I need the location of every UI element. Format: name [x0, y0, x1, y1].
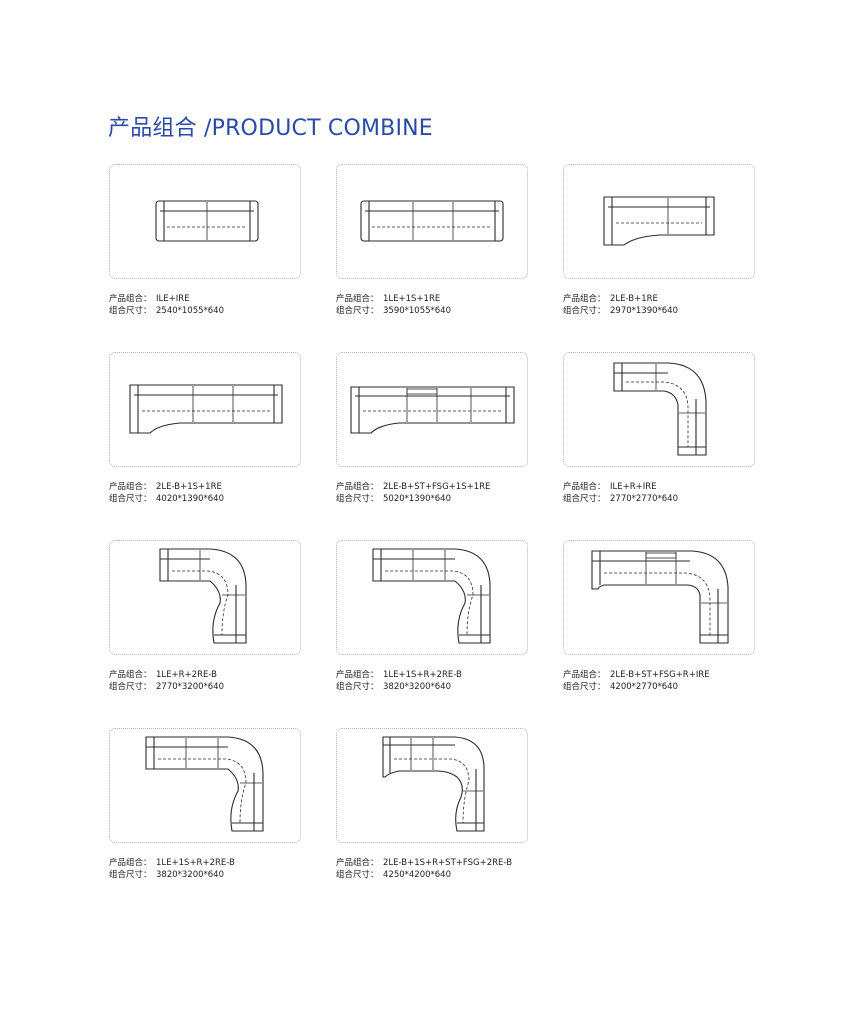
product-thumbnail — [336, 164, 528, 279]
product-caption: 产品组合： 1LE+1S+R+2RE-B 组合尺寸： 3820*3200*640 — [336, 669, 528, 693]
product-thumbnail — [563, 540, 755, 655]
combo-value: 2LE-B+ST+FSG+1S+1RE — [383, 482, 491, 492]
product-caption: 产品组合： 1LE+1S+R+2RE-B 组合尺寸： 3820*3200*640 — [109, 857, 301, 881]
size-value: 4200*2770*640 — [610, 682, 678, 692]
product-caption: 产品组合： 2LE-B+ST+FSG+R+IRE 组合尺寸： 4200*2770*6… — [563, 669, 755, 693]
corner-chaise-sofa-long-icon — [145, 736, 264, 832]
product-caption: 产品组合： 2LE-B+1S+R+ST+FSG+2RE-B 组合尺寸： 4250*4… — [336, 857, 528, 881]
product-card: 产品组合： 2LE-B+ST+FSG+R+IRE 组合尺寸： 4200*2770*6… — [563, 540, 755, 693]
corner-chaise-sofa-icon — [159, 548, 247, 644]
size-label: 组合尺寸： — [336, 870, 379, 880]
combo-label: 产品组合： — [336, 858, 379, 868]
combo-label: 产品组合： — [336, 294, 379, 304]
combo-label: 产品组合： — [109, 670, 152, 680]
size-label: 组合尺寸： — [563, 306, 606, 316]
product-card: 产品组合： 2LE-B+1RE 组合尺寸： 2970*1390*640 — [563, 164, 755, 317]
corner-sofa-with-table-icon — [591, 550, 729, 644]
chaise-sofa-2-seat-icon — [603, 196, 715, 246]
size-value: 3820*3200*640 — [383, 682, 451, 692]
size-value: 4250*4200*640 — [383, 870, 451, 880]
product-caption: 产品组合： 1LE+R+2RE-B 组合尺寸： 2770*3200*640 — [109, 669, 301, 693]
product-thumbnail — [336, 352, 528, 467]
size-label: 组合尺寸： — [109, 306, 152, 316]
product-card: 产品组合： 1LE+R+2RE-B 组合尺寸： 2770*3200*640 — [109, 540, 301, 693]
combo-value: 2LE-B+1RE — [610, 294, 658, 304]
product-card: 产品组合： 1LE+1S+R+2RE-B 组合尺寸： 3820*3200*640 — [336, 540, 528, 693]
combo-value: 1LE+R+2RE-B — [156, 670, 217, 680]
product-card: 产品组合： ILE+R+IRE 组合尺寸： 2770*2770*640 — [563, 352, 755, 505]
combo-value: ILE+R+IRE — [610, 482, 657, 492]
combo-label: 产品组合： — [563, 482, 606, 492]
size-label: 组合尺寸： — [109, 682, 152, 692]
product-thumbnail — [336, 540, 528, 655]
combo-value: 1LE+1S+R+2RE-B — [156, 858, 235, 868]
product-card: 产品组合： 2LE-B+1S+1RE 组合尺寸： 4020*1390*640 — [109, 352, 301, 505]
product-caption: 产品组合： 2LE-B+1S+1RE 组合尺寸： 4020*1390*640 — [109, 481, 301, 505]
product-thumbnail — [109, 540, 301, 655]
chaise-sofa-3-seat-icon — [129, 384, 283, 434]
product-card: 产品组合： 2LE-B+1S+R+ST+FSG+2RE-B 组合尺寸： 4250*4… — [336, 728, 528, 881]
combo-value: 2LE-B+1S+R+ST+FSG+2RE-B — [383, 858, 513, 868]
straight-sofa-2-seat-icon — [155, 200, 259, 242]
corner-chaise-sofa-long-icon — [372, 548, 491, 644]
page-title: 产品组合 /PRODUCT COMBINE — [108, 116, 433, 141]
combo-label: 产品组合： — [109, 858, 152, 868]
size-label: 组合尺寸： — [109, 494, 152, 504]
size-label: 组合尺寸： — [109, 870, 152, 880]
combo-value: 1LE+1S+1RE — [383, 294, 441, 304]
combo-value: 2LE-B+1S+1RE — [156, 482, 222, 492]
product-thumbnail — [563, 164, 755, 279]
product-card: 产品组合： 1LE+1S+R+2RE-B 组合尺寸： 3820*3200*640 — [109, 728, 301, 881]
product-caption: 产品组合： 2LE-B+ST+FSG+1S+1RE 组合尺寸： 5020*1390*… — [336, 481, 528, 505]
size-value: 2540*1055*640 — [156, 306, 224, 316]
size-label: 组合尺寸： — [563, 682, 606, 692]
combo-label: 产品组合： — [109, 294, 152, 304]
size-label: 组合尺寸： — [563, 494, 606, 504]
product-thumbnail — [109, 164, 301, 279]
corner-chaise-sofa-table-icon — [382, 736, 485, 832]
combo-label: 产品组合： — [336, 670, 379, 680]
product-caption: 产品组合： ILE+R+IRE 组合尺寸： 2770*2770*640 — [563, 481, 755, 505]
product-card: 产品组合： 1LE+1S+1RE 组合尺寸： 3590*1055*640 — [336, 164, 528, 317]
combo-label: 产品组合： — [563, 294, 606, 304]
product-card: 产品组合： ILE+IRE 组合尺寸： 2540*1055*640 — [109, 164, 301, 317]
product-thumbnail — [109, 728, 301, 843]
corner-sofa-icon — [613, 362, 707, 456]
combo-label: 产品组合： — [336, 482, 379, 492]
size-value: 3820*3200*640 — [156, 870, 224, 880]
combo-value: ILE+IRE — [156, 294, 190, 304]
size-label: 组合尺寸： — [336, 682, 379, 692]
size-label: 组合尺寸： — [336, 306, 379, 316]
size-value: 4020*1390*640 — [156, 494, 224, 504]
product-caption: 产品组合： ILE+IRE 组合尺寸： 2540*1055*640 — [109, 293, 301, 317]
size-value: 2970*1390*640 — [610, 306, 678, 316]
product-thumbnail — [109, 352, 301, 467]
size-value: 2770*2770*640 — [610, 494, 678, 504]
chaise-sofa-4-seat-table-icon — [350, 386, 515, 434]
straight-sofa-3-seat-icon — [360, 200, 504, 242]
product-thumbnail — [336, 728, 528, 843]
size-value: 3590*1055*640 — [383, 306, 451, 316]
product-thumbnail — [563, 352, 755, 467]
product-caption: 产品组合： 1LE+1S+1RE 组合尺寸： 3590*1055*640 — [336, 293, 528, 317]
size-value: 2770*3200*640 — [156, 682, 224, 692]
combo-label: 产品组合： — [563, 670, 606, 680]
product-card: 产品组合： 2LE-B+ST+FSG+1S+1RE 组合尺寸： 5020*1390*… — [336, 352, 528, 505]
combo-label: 产品组合： — [109, 482, 152, 492]
size-value: 5020*1390*640 — [383, 494, 451, 504]
combo-value: 2LE-B+ST+FSG+R+IRE — [610, 670, 710, 680]
combo-value: 1LE+1S+R+2RE-B — [383, 670, 462, 680]
size-label: 组合尺寸： — [336, 494, 379, 504]
product-caption: 产品组合： 2LE-B+1RE 组合尺寸： 2970*1390*640 — [563, 293, 755, 317]
